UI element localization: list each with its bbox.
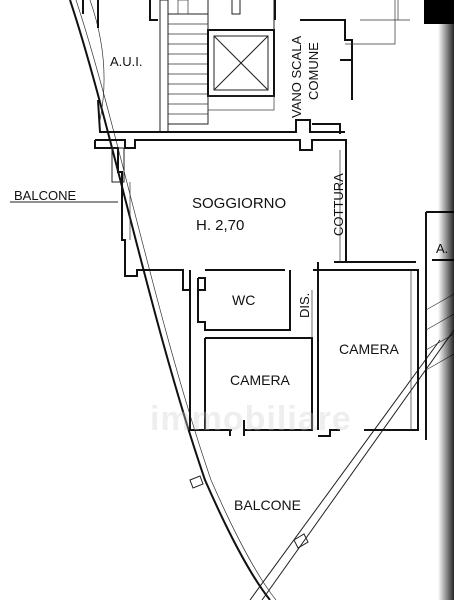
- balcone-left-label: BALCONE: [14, 188, 76, 203]
- dis-label: DIS.: [297, 293, 312, 318]
- aui-right-wall: [159, 0, 169, 133]
- vano-inner: [345, 0, 410, 45]
- elevator-shaft: [207, 0, 275, 111]
- vano-scala-label: VANO SCALA: [289, 36, 304, 118]
- outer-curve-left: [69, 0, 271, 600]
- camera-right-label: CAMERA: [339, 341, 400, 357]
- camera-right-walls: [317, 269, 419, 437]
- aui-label: A.U.I.: [110, 54, 143, 69]
- vano-scala-walls: [274, 0, 353, 134]
- soggiorno-height-label: H. 2,70: [196, 217, 244, 234]
- wc-walls: [189, 269, 291, 331]
- aui-walls: [82, 0, 160, 133]
- balcony-posts: [189, 475, 309, 549]
- cottura-wall: [313, 150, 416, 300]
- outer-curve-right: [75, 0, 277, 600]
- balcone-bottom-label: BALCONE: [234, 497, 301, 513]
- top-right-corner-shadow: [424, 0, 454, 24]
- left-pillar: [111, 147, 125, 183]
- right-diagonal: [249, 329, 454, 600]
- staircase: [167, 0, 209, 125]
- landing-walls: [158, 119, 345, 133]
- comune-label: COMUNE: [306, 42, 321, 100]
- cottura-label: COTTURA: [331, 173, 346, 236]
- camera-left-walls: [189, 330, 313, 431]
- apartment-top-wall: [95, 139, 347, 151]
- outer-curve-left-2: [89, 0, 105, 121]
- soggiorno-label: SOGGIORNO: [192, 195, 286, 212]
- right-edge-shadow: [438, 0, 454, 600]
- camera-left-label: CAMERA: [230, 372, 291, 388]
- wc-label: WC: [232, 292, 255, 308]
